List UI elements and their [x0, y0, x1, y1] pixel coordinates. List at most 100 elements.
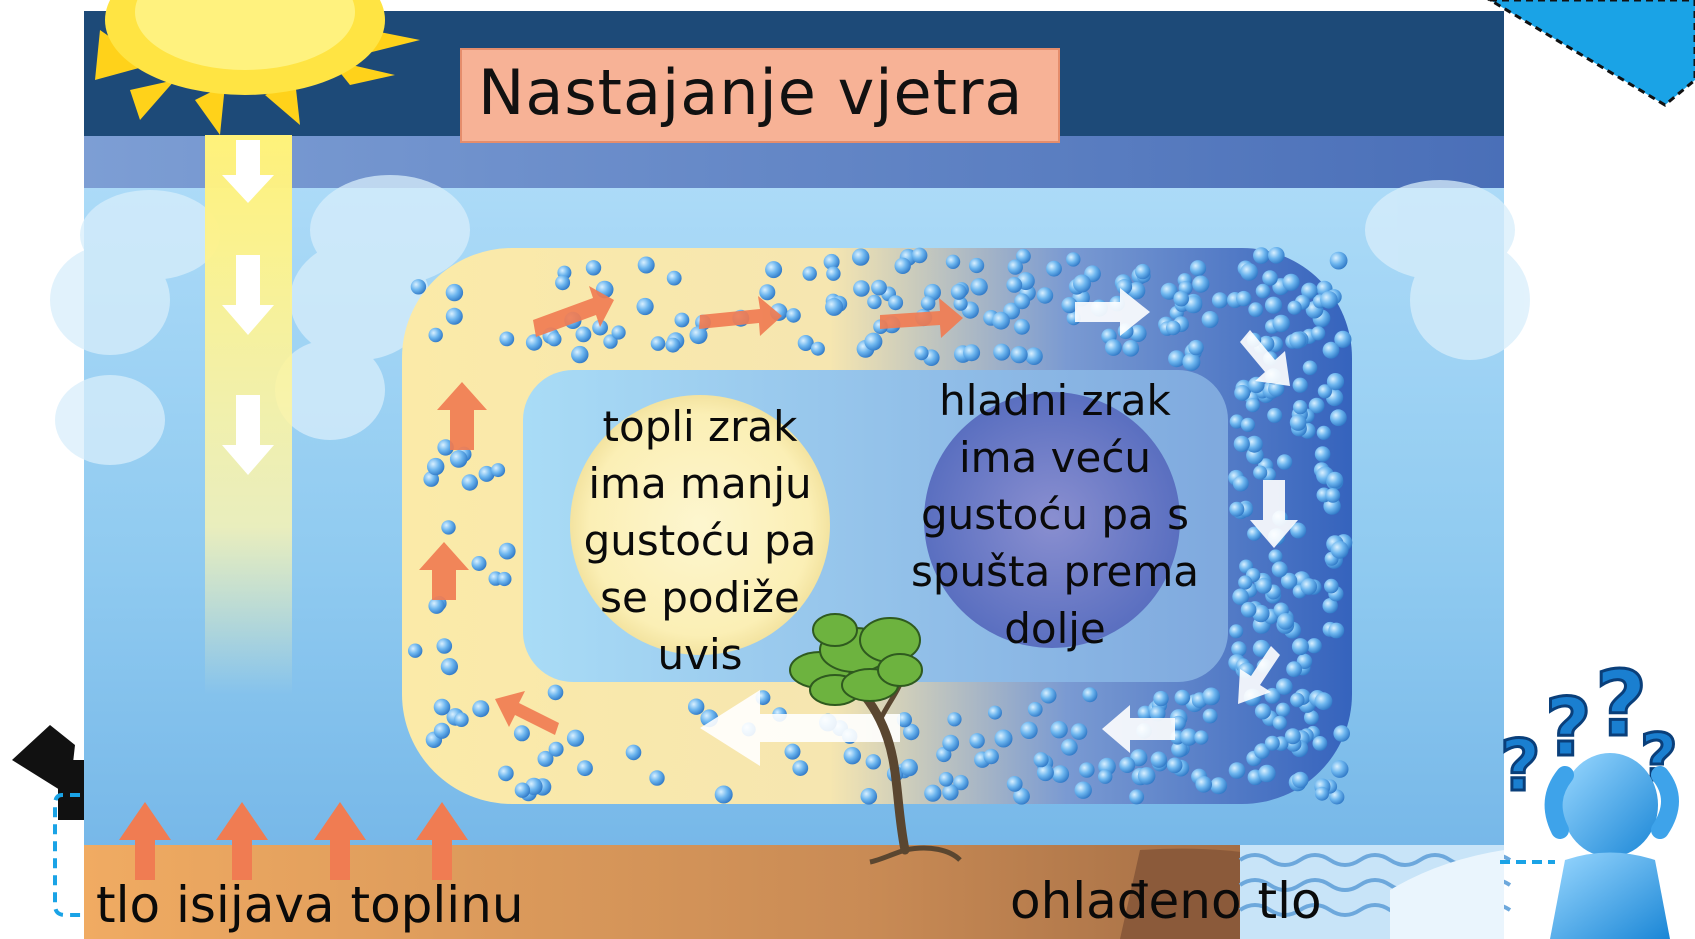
air-particle — [759, 284, 776, 301]
air-particle — [1291, 638, 1309, 656]
air-particle — [499, 331, 515, 347]
air-particle — [1330, 760, 1349, 778]
air-particle — [867, 294, 882, 310]
air-particle — [900, 758, 918, 777]
air-particle — [1322, 341, 1340, 359]
air-particle — [1320, 291, 1338, 309]
air-particle — [1290, 692, 1305, 708]
air-particle — [1240, 601, 1257, 618]
svg-text:?: ? — [1500, 725, 1541, 807]
air-particle — [843, 747, 861, 765]
down-arrow-icon — [222, 255, 274, 335]
air-particle — [765, 261, 783, 279]
air-particle — [1276, 678, 1293, 695]
air-particle — [860, 788, 878, 805]
air-particle — [911, 247, 928, 264]
air-particle — [1160, 282, 1178, 300]
air-particle — [1245, 435, 1263, 453]
air-particle — [888, 295, 904, 311]
air-particle — [1192, 275, 1210, 293]
air-particle — [1229, 624, 1244, 639]
air-particle — [1255, 283, 1271, 299]
nav-arrow-icon[interactable] — [1487, 0, 1695, 107]
air-particle — [461, 474, 478, 491]
air-particle — [1127, 282, 1146, 300]
air-particle — [1166, 320, 1181, 336]
air-particle — [575, 326, 592, 343]
air-particle — [440, 658, 458, 676]
air-particle — [1282, 273, 1300, 291]
air-particle — [548, 741, 564, 757]
air-particle — [433, 722, 450, 739]
air-particle — [802, 266, 817, 281]
air-particle — [1240, 417, 1255, 432]
air-particle — [428, 597, 445, 614]
air-particle — [1129, 789, 1145, 805]
air-particle — [1098, 769, 1113, 784]
connector-line — [53, 793, 84, 917]
air-particle — [1229, 414, 1244, 429]
air-particle — [1330, 540, 1349, 559]
air-particle — [514, 782, 531, 798]
air-particle — [1255, 577, 1272, 594]
sea — [1238, 845, 1512, 939]
air-particle — [1272, 314, 1290, 333]
air-particle — [1234, 384, 1251, 401]
air-particle — [1105, 339, 1122, 356]
air-particle — [920, 295, 936, 311]
air-particle — [1202, 708, 1218, 724]
air-particle — [1232, 475, 1249, 492]
air-particle — [1119, 757, 1136, 773]
arrow-icon — [419, 542, 469, 600]
air-particle — [1254, 743, 1270, 759]
air-particle — [1122, 340, 1140, 357]
air-particle — [1267, 407, 1283, 423]
air-particle — [1314, 692, 1333, 711]
tree-icon — [789, 613, 962, 865]
air-particle — [1254, 703, 1271, 720]
air-particle — [427, 457, 445, 476]
air-particle — [1280, 572, 1298, 590]
air-particle — [1292, 377, 1308, 393]
air-particle — [993, 343, 1011, 361]
air-particle — [963, 344, 981, 362]
air-particle — [1268, 549, 1283, 564]
air-particle — [445, 307, 463, 325]
air-particle — [571, 345, 589, 364]
air-particle — [1046, 260, 1062, 277]
pointer-hand-icon — [12, 725, 84, 820]
air-particle — [1293, 400, 1308, 415]
air-particle — [1289, 414, 1307, 431]
air-particle — [1258, 764, 1276, 783]
air-particle — [797, 335, 814, 351]
air-particle — [1007, 259, 1023, 275]
air-particle — [1061, 297, 1078, 314]
ground-left-label: tlo isijava toplinu — [96, 876, 524, 934]
arrow-icon — [1075, 288, 1150, 336]
air-particle — [1264, 735, 1280, 751]
air-particle — [1272, 715, 1287, 731]
air-particle — [1006, 776, 1023, 792]
ground-right-label: ohlađeno tlo — [1010, 872, 1322, 930]
air-particle — [1253, 247, 1270, 264]
air-particle — [650, 336, 666, 351]
air-particle — [592, 319, 608, 336]
air-particle — [1252, 604, 1270, 623]
air-particle — [942, 734, 960, 752]
air-particle — [1149, 705, 1166, 722]
air-particle — [994, 729, 1013, 748]
air-particle — [408, 643, 423, 658]
air-particle — [1135, 263, 1151, 280]
air-particle — [810, 341, 825, 356]
air-particle — [1051, 765, 1070, 783]
air-particle — [894, 257, 911, 274]
air-particle — [625, 744, 642, 761]
air-particle — [1300, 578, 1318, 595]
air-particle — [1286, 661, 1302, 678]
air-particle — [1166, 757, 1183, 774]
air-particle — [649, 770, 665, 786]
air-particle — [1284, 728, 1301, 745]
air-particle — [1333, 725, 1350, 742]
air-particle — [689, 326, 708, 345]
air-particle — [1129, 324, 1147, 342]
